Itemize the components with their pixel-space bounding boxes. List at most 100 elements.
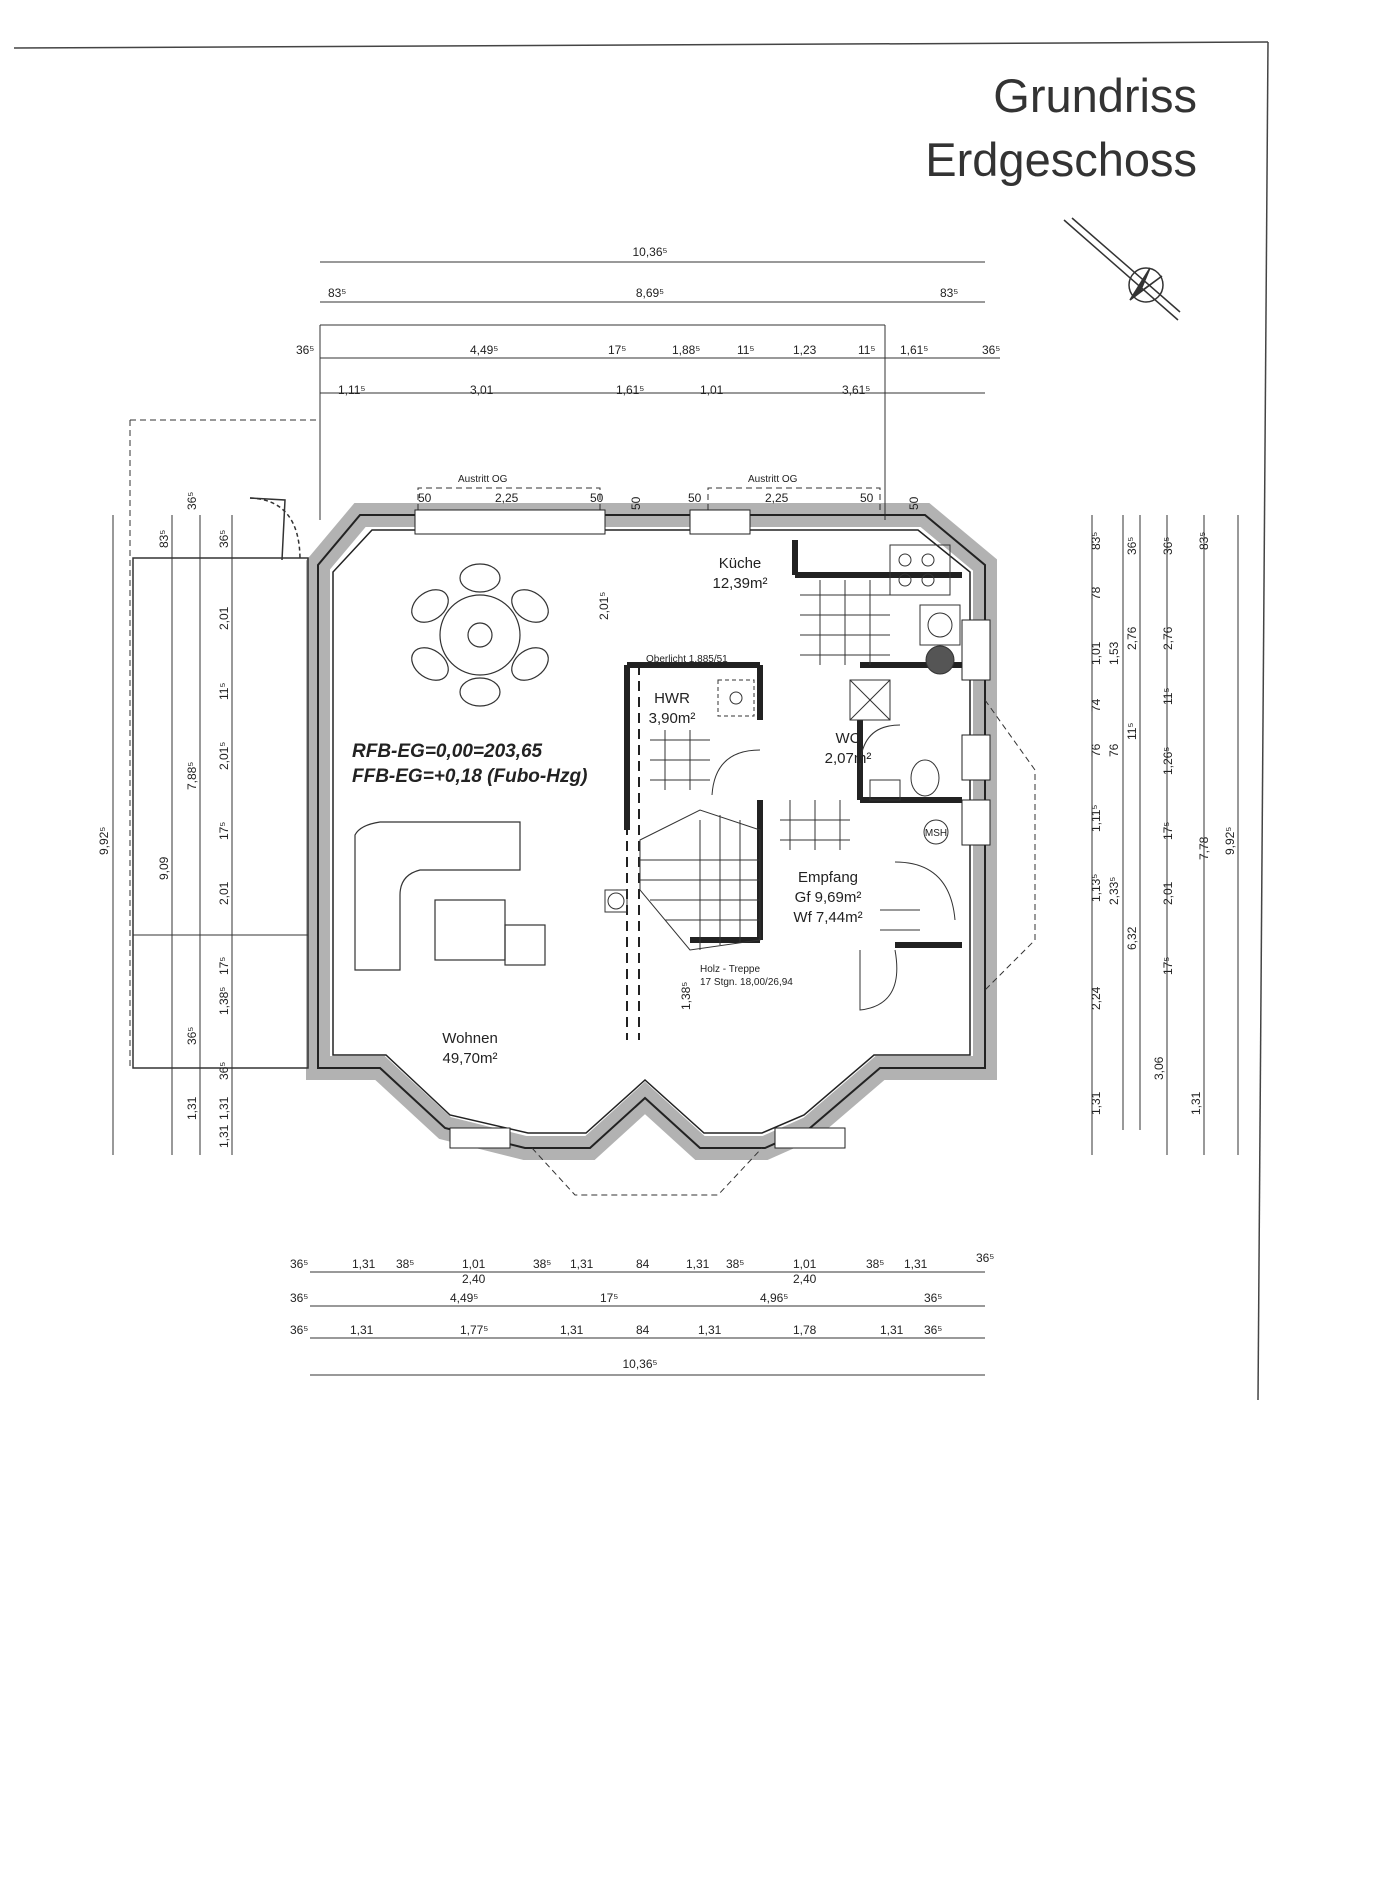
austritt-outlines bbox=[417, 487, 881, 510]
dim-top-r3-e: 11⁵ bbox=[737, 343, 754, 357]
dim-left-c4-5: 2,01 bbox=[217, 881, 231, 905]
kitchen-tiles bbox=[800, 580, 890, 665]
empfang-gf: Gf 9,69m² bbox=[795, 889, 862, 906]
interior-walls bbox=[624, 540, 962, 1040]
dim-bottom-r2-1: 4,49⁵ bbox=[450, 1291, 478, 1305]
dim-right-c1-8: 1,31 bbox=[1089, 1091, 1103, 1115]
dim-right-c3-3: 6,32 bbox=[1125, 926, 1139, 950]
dim-bottom-r1-6: 1,31 bbox=[570, 1257, 594, 1271]
dim-top-r4-d: 1,01 bbox=[700, 383, 724, 397]
dim-right-c1-0: 83⁵ bbox=[1089, 532, 1103, 550]
dim-top-r3-i: 36⁵ bbox=[982, 343, 1000, 357]
kitchen-area: 12,39m² bbox=[712, 575, 767, 592]
dim-bottom-r3-2: 1,77⁵ bbox=[460, 1323, 488, 1337]
dim-right-c1-4: 76 bbox=[1089, 743, 1103, 757]
inner-dim-stair: 1,38⁵ bbox=[679, 982, 693, 1010]
dim-bottom-total: 10,36⁵ bbox=[622, 1357, 657, 1371]
dim-right-c2-2: 2,33⁵ bbox=[1107, 877, 1121, 905]
wohnen-area: 49,70m² bbox=[442, 1050, 497, 1067]
rfb-note: RFB-EG=0,00=203,65 bbox=[352, 741, 543, 762]
ffb-note: FFB-EG=+0,18 (Fubo-Hzg) bbox=[352, 766, 587, 787]
sofa bbox=[354, 821, 546, 971]
page-frame-top bbox=[13, 41, 1269, 49]
dim-bottom-r3-4: 84 bbox=[636, 1323, 650, 1337]
dim-left-c4-1: 2,01 bbox=[217, 606, 231, 630]
inner-dim-wall-left: 50 bbox=[629, 496, 643, 510]
stair bbox=[604, 809, 761, 951]
dim-top-total: 10,36⁵ bbox=[632, 245, 667, 259]
dim-left-c2-2: 1,31 bbox=[185, 1096, 199, 1120]
plan-title-line1: Grundriss bbox=[993, 69, 1197, 122]
wc-name: WC bbox=[836, 730, 861, 747]
dim-top-r3-g: 11⁵ bbox=[858, 343, 875, 357]
dim-top-r3-f: 1,23 bbox=[793, 343, 817, 357]
dim-bottom-r3-8: 36⁵ bbox=[924, 1323, 942, 1337]
dim-bottom-r2-0: 36⁵ bbox=[290, 1291, 308, 1305]
dim-bottom-r1-12: 38⁵ bbox=[866, 1257, 884, 1271]
dim-bottom-r1-13: 1,31 bbox=[904, 1257, 928, 1271]
dim-right-c4-2: 11⁵ bbox=[1161, 688, 1175, 705]
dim-top-r2-c: 83⁵ bbox=[940, 286, 958, 300]
dim-left-c2-1: 9,09 bbox=[157, 856, 171, 880]
austritt-labels: Austritt OG Austritt OG 50 2,25 50 50 2,… bbox=[418, 474, 874, 505]
dim-bottom-r1-2: 38⁵ bbox=[396, 1257, 414, 1271]
msh-label: MSH bbox=[925, 828, 947, 839]
dim-labels-top: 10,36⁵ 83⁵ 8,69⁵ 83⁵ 36⁵ 4,49⁵ 17⁵ 1,88⁵… bbox=[296, 245, 1000, 397]
terrace bbox=[132, 497, 309, 1069]
hwr-area: 3,90m² bbox=[649, 710, 696, 727]
dim-labels-right: 83⁵ 78 1,01 74 76 1,11⁵ 1,13⁵ 2,24 1,31 … bbox=[1089, 532, 1237, 1115]
oberlicht-note: Oberlicht 1,885/51 bbox=[646, 654, 728, 665]
austritt-left-dim-c: 50 bbox=[590, 491, 604, 505]
dim-top-r3-h: 1,61⁵ bbox=[900, 343, 928, 357]
dim-bottom-r1-8: 1,31 bbox=[686, 1257, 710, 1271]
austritt-right-dim-c: 50 bbox=[860, 491, 874, 505]
wc-area: 2,07m² bbox=[825, 750, 872, 767]
dim-left-c4-3: 2,01⁵ bbox=[217, 742, 231, 770]
empfang-name: Empfang bbox=[798, 869, 858, 886]
dim-top-r4-b: 3,01 bbox=[470, 383, 494, 397]
dim-left-c3-1: 7,88⁵ bbox=[185, 762, 199, 790]
dim-top-r2-b: 8,69⁵ bbox=[636, 286, 664, 300]
dim-top-r4-a: 1,11⁵ bbox=[338, 383, 365, 397]
dim-right-c3-0: 36⁵ bbox=[1125, 537, 1139, 555]
dim-top-r3-a: 36⁵ bbox=[296, 343, 314, 357]
dim-labels-left: 9,92⁵ 83⁵ 9,09 1,31 36⁵ 7,88⁵ 36⁵ 1,31 3… bbox=[97, 492, 231, 1148]
hwr-fittings bbox=[650, 679, 761, 796]
dim-bottom-r2-3: 4,96⁵ bbox=[760, 1291, 788, 1305]
dim-bottom-r1-4: 2,40 bbox=[462, 1272, 486, 1286]
house-outer-wall bbox=[306, 503, 997, 1160]
dim-right-c4-0: 36⁵ bbox=[1161, 537, 1175, 555]
dim-right-c1-1: 78 bbox=[1089, 586, 1103, 600]
dim-bottom-r2-2: 17⁵ bbox=[600, 1291, 618, 1305]
austritt-left-dim-b: 2,25 bbox=[495, 491, 519, 505]
austritt-right-dim-a: 50 bbox=[688, 491, 702, 505]
austritt-right-dim-b: 2,25 bbox=[765, 491, 789, 505]
dim-right-c4-4: 17⁵ bbox=[1161, 822, 1175, 840]
dim-right-c1-5: 1,11⁵ bbox=[1089, 805, 1103, 832]
dim-left-c4-8: 36⁵ bbox=[217, 1062, 231, 1080]
dim-left-c2-0: 83⁵ bbox=[157, 530, 171, 548]
dim-top-r2-a: 83⁵ bbox=[328, 286, 346, 300]
austritt-left-dim-a: 50 bbox=[418, 491, 432, 505]
dim-bottom-r1-14: 36⁵ bbox=[976, 1251, 994, 1265]
dim-left-c4-7: 1,38⁵ bbox=[217, 987, 231, 1015]
dim-left-c3-2: 36⁵ bbox=[185, 1027, 199, 1045]
dim-left-c4-6: 17⁵ bbox=[217, 957, 231, 975]
dim-right-c1-3: 74 bbox=[1089, 698, 1103, 712]
dim-bottom-r3-7: 1,31 bbox=[880, 1323, 904, 1337]
dim-top-r3-d: 1,88⁵ bbox=[672, 343, 700, 357]
dim-bottom-r3-0: 36⁵ bbox=[290, 1323, 308, 1337]
dim-lines-bottom bbox=[310, 1271, 985, 1376]
dim-top-r4-c: 1,61⁵ bbox=[616, 383, 644, 397]
kitchen-name: Küche bbox=[719, 555, 762, 572]
dim-bottom-r2-4: 36⁵ bbox=[924, 1291, 942, 1305]
dim-bottom-r3-1: 1,31 bbox=[350, 1323, 374, 1337]
treppe-note-2: 17 Stgn. 18,00/26,94 bbox=[700, 977, 793, 988]
dim-bottom-r1-9: 38⁵ bbox=[726, 1257, 744, 1271]
dim-bottom-r1-10: 1,01 bbox=[793, 1257, 817, 1271]
hwr-name: HWR bbox=[654, 690, 690, 707]
dim-right-c3-1: 2,76 bbox=[1125, 626, 1139, 650]
plan-title-line2: Erdgeschoss bbox=[925, 133, 1197, 186]
dim-bottom-r1-3: 1,01 bbox=[462, 1257, 486, 1271]
